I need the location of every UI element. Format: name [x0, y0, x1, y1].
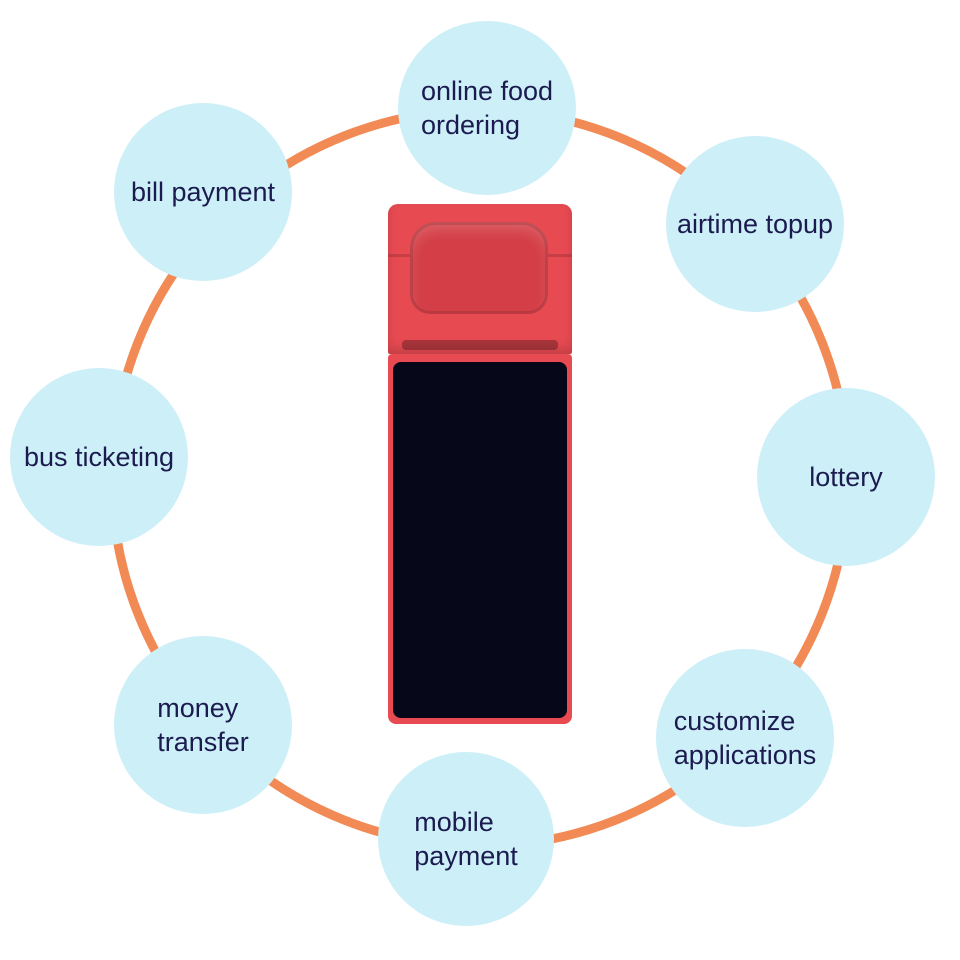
- printer-head: [388, 204, 572, 354]
- feature-label-customize-applications: customize applications: [673, 706, 817, 770]
- feature-bubble-mobile-payment: mobile payment: [378, 752, 554, 926]
- feature-label-bus-ticketing: bus ticketing: [23, 442, 175, 472]
- terminal-screen: [393, 362, 567, 718]
- terminal-body: [388, 354, 572, 724]
- feature-bubble-online-food-ordering: online food ordering: [398, 21, 576, 195]
- feature-bubble-money-transfer: money transfer: [114, 636, 292, 814]
- feature-label-lottery: lottery: [809, 462, 883, 492]
- feature-bubble-customize-applications: customize applications: [656, 649, 834, 827]
- feature-bubble-lottery: lottery: [757, 388, 935, 566]
- feature-label-online-food-ordering: online food ordering: [420, 76, 554, 140]
- feature-label-money-transfer: money transfer: [157, 693, 249, 757]
- feature-bubble-bus-ticketing: bus ticketing: [10, 368, 188, 546]
- feature-label-bill-payment: bill payment: [130, 177, 276, 207]
- printer-lid: [410, 222, 548, 314]
- pos-terminal-icon: [388, 204, 572, 724]
- feature-label-airtime-topup: airtime topup: [676, 209, 834, 239]
- feature-bubble-airtime-topup: airtime topup: [666, 136, 844, 312]
- feature-bubble-bill-payment: bill payment: [114, 103, 292, 281]
- paper-slot: [402, 340, 558, 350]
- feature-label-mobile-payment: mobile payment: [414, 807, 518, 871]
